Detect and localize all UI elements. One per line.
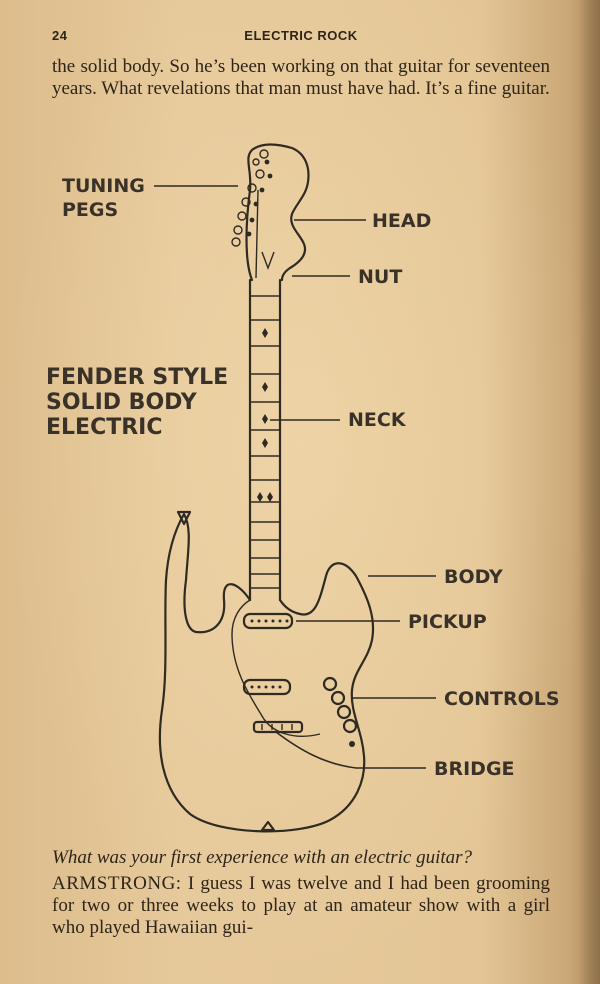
pickup-top: [242, 612, 294, 630]
interview-answer: ARMSTRONG: I guess I was twelve and I ha…: [52, 873, 550, 939]
label-neck: NECK: [348, 409, 407, 431]
label-head: HEAD: [372, 210, 431, 232]
callout-neck: NECK: [270, 409, 407, 431]
guitar-headstock: [231, 143, 310, 282]
callout-controls: CONTROLS: [352, 688, 560, 710]
top-paragraph: the solid body. So he’s been working on …: [52, 56, 550, 99]
callout-pickup: PICKUP: [296, 611, 487, 633]
page-header: 24 ELECTRIC ROCK: [52, 28, 550, 48]
label-pickup: PICKUP: [408, 611, 487, 633]
pickup-middle: [242, 678, 292, 696]
callout-tuning-pegs: TUNING PEGS: [62, 175, 238, 221]
guitar-neck: [248, 278, 282, 602]
callout-head: HEAD: [294, 210, 431, 232]
diagram-title-line-3: ELECTRIC: [46, 415, 163, 440]
bridge-plate: [252, 720, 304, 734]
running-head: ELECTRIC ROCK: [244, 28, 358, 43]
label-tuning-pegs-line-1: TUNING: [62, 175, 145, 197]
label-controls: CONTROLS: [444, 688, 560, 710]
control-knobs: [322, 676, 358, 747]
callout-body: BODY: [368, 566, 503, 588]
label-tuning-pegs-line-2: PEGS: [62, 199, 118, 221]
page-spine-shadow: [578, 0, 600, 984]
label-bridge: BRIDGE: [434, 758, 515, 780]
interview-question: What was your first experience with an e…: [52, 847, 473, 868]
diagram-title-line-1: FENDER STYLE: [46, 365, 228, 390]
callout-nut: NUT: [292, 266, 402, 288]
diagram-title: FENDER STYLE SOLID BODY ELECTRIC: [46, 365, 228, 440]
label-body: BODY: [444, 566, 503, 588]
answer-speaker: ARMSTRONG:: [52, 873, 182, 894]
guitar-body: [158, 510, 375, 833]
label-nut: NUT: [358, 266, 402, 288]
guitar-diagram: FENDER STYLE SOLID BODY ELECTRIC TUNING …: [46, 143, 560, 833]
tuning-peg-set: [231, 149, 273, 247]
page-number: 24: [52, 28, 68, 43]
answer-text: I guess I was twelve and I had been groo…: [52, 873, 550, 938]
diagram-title-line-2: SOLID BODY: [46, 390, 198, 415]
callout-bridge: BRIDGE: [275, 731, 515, 780]
